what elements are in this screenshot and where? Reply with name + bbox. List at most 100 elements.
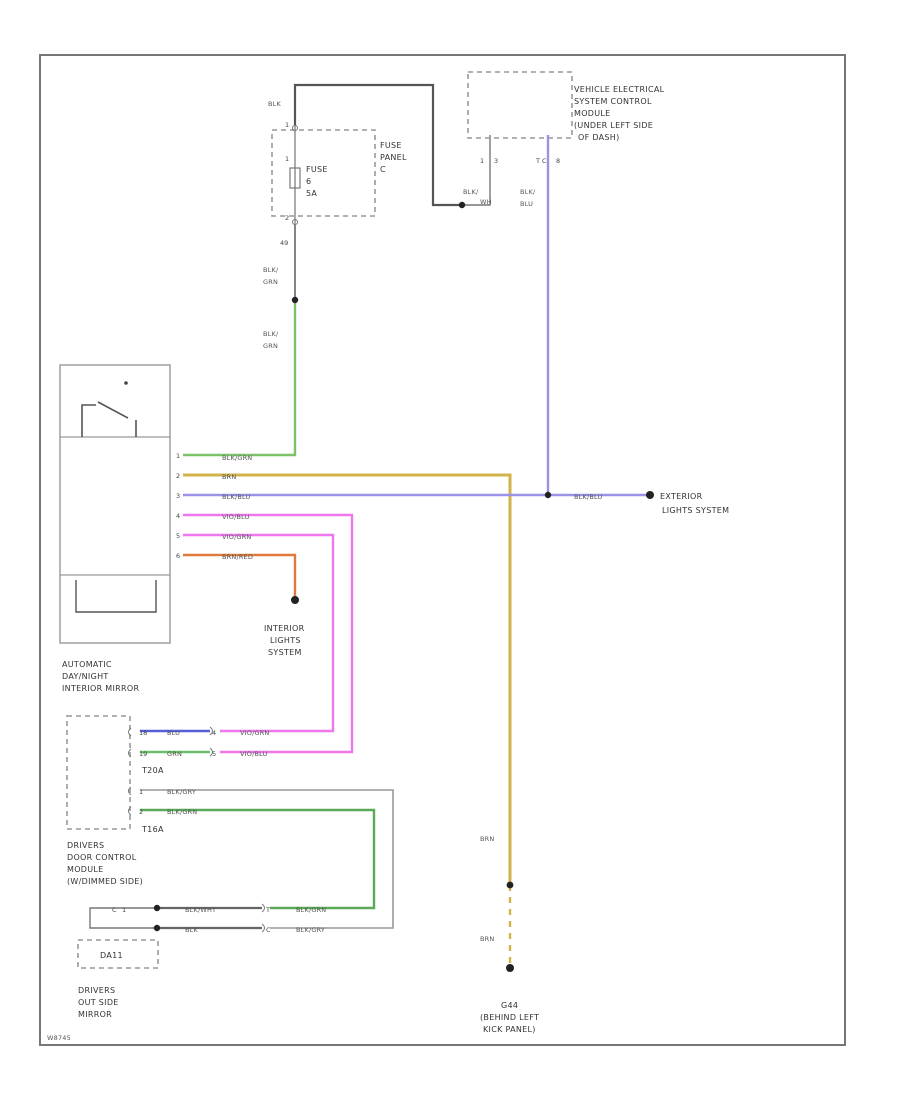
- mirror-switch-dot: [124, 381, 128, 385]
- vescm-label-5: OF DASH): [578, 133, 620, 142]
- wl-blk-vescm-b: WH: [480, 198, 492, 206]
- wire-vio-blu: [183, 513, 354, 754]
- interior-lights-label-3: SYSTEM: [268, 648, 302, 657]
- wl-ext-blk-blu: BLK/BLU: [574, 493, 602, 501]
- pin-m3: 3: [176, 492, 180, 500]
- wl-om-4: BLK/GRY: [296, 926, 325, 934]
- vescm-label-1: VEHICLE ELECTRICAL: [574, 85, 665, 94]
- fuse-rating: 5A: [306, 189, 317, 198]
- connector-t20a: T20A: [141, 766, 164, 775]
- mirror-bottom-bracket: [75, 580, 157, 613]
- pin-vescm-c: T C: [535, 157, 547, 165]
- mirror-switch-symbol: [81, 401, 137, 437]
- pin-d2: 2: [139, 808, 143, 816]
- pin-d18: 18: [139, 729, 147, 737]
- ground-label-1: G44: [501, 1001, 518, 1010]
- door-module-label-4: (W/DIMMED SIDE): [67, 877, 143, 886]
- outside-mirror-label-1: DRIVERS: [78, 986, 115, 995]
- vescm-label-2: SYSTEM CONTROL: [574, 97, 652, 106]
- wire-vescm-a: [462, 135, 491, 206]
- mirror-label-2: DAY/NIGHT: [62, 672, 109, 681]
- vescm-label-4: (UNDER LEFT SIDE: [574, 121, 653, 130]
- wire-brn-mirror: [183, 473, 512, 885]
- splice-om-1: [153, 904, 161, 912]
- wl-om-3: BLK/GRN: [296, 906, 326, 914]
- wl-brn-2: BRN: [480, 935, 494, 943]
- fuse-panel-box: [271, 129, 376, 217]
- exterior-lights-label-1: EXTERIOR: [660, 492, 703, 501]
- pin-m2: 2: [176, 472, 180, 480]
- wl-mirror-2: BRN: [222, 473, 236, 481]
- wl-brn-1: BRN: [480, 835, 494, 843]
- connector-t16a: T16A: [141, 825, 164, 834]
- mirror-box: [59, 364, 171, 644]
- ground-label-3: KICK PANEL): [483, 1025, 536, 1034]
- wl-mirror-3: BLK/BLU: [222, 493, 250, 501]
- wl-door-1: BLU: [167, 729, 180, 737]
- fuse-label: FUSE: [306, 165, 328, 174]
- door-module-label-2: DOOR CONTROL: [67, 853, 137, 862]
- pin-fuse-mid: 1: [285, 155, 289, 163]
- fuse-number: 6: [306, 177, 311, 186]
- fuse-panel-label-2: PANEL: [380, 153, 407, 162]
- wl-blk-blu-b: BLU: [520, 200, 533, 208]
- outside-mirror-label-2: OUT SIDE: [78, 998, 119, 1007]
- diagram-code: W8745: [47, 1034, 71, 1042]
- terminal-exterior-lights: [646, 491, 654, 499]
- wl-blk-grn-1a: BLK/: [263, 266, 279, 274]
- wire-om-left: [89, 907, 157, 929]
- door-module-label-3: MODULE: [67, 865, 104, 874]
- outside-mirror-label-3: MIRROR: [78, 1010, 112, 1019]
- mirror-label-1: AUTOMATIC: [62, 660, 112, 669]
- pin-m1: 1: [176, 452, 180, 460]
- wl-door-6: BLK/GRN: [167, 808, 197, 816]
- pin-d1: 1: [139, 788, 143, 796]
- wl-blk-vescm-a: BLK/: [463, 188, 479, 196]
- pin-fuse-out: 2: [285, 214, 289, 222]
- terminal-interior-lights: [291, 596, 299, 604]
- ground-g44: [506, 964, 514, 972]
- splice-brn: [506, 881, 514, 889]
- wl-mirror-6: BRN/RED: [222, 553, 253, 561]
- vescm-box: [467, 71, 573, 139]
- outside-mirror-box: [77, 939, 159, 969]
- exterior-lights-label-2: LIGHTS SYSTEM: [662, 506, 729, 515]
- fuse-panel-label-1: FUSE: [380, 141, 402, 150]
- wl-door-4: VIO/BLU: [240, 750, 268, 758]
- pin-d4: 4: [212, 729, 216, 737]
- wl-blk-top: BLK: [268, 100, 281, 108]
- interior-lights-label-2: LIGHTS: [270, 636, 301, 645]
- vescm-label-3: MODULE: [574, 109, 611, 118]
- pin-c-d: C: [266, 926, 271, 934]
- splice-vescm: [458, 201, 466, 209]
- fuse-symbol: [289, 167, 301, 189]
- pin-c-a: C: [112, 906, 117, 914]
- pin-vescm-d: 8: [556, 157, 560, 165]
- wl-om-2: BLK: [185, 926, 198, 934]
- wire-blk-supply: [293, 83, 462, 207]
- diagram-border: [39, 54, 846, 1046]
- wl-blk-blu-a: BLK/: [520, 188, 536, 196]
- wire-brn-red: [183, 553, 297, 600]
- splice-blue: [544, 491, 552, 499]
- wl-blk-grn-1b: GRN: [263, 278, 278, 286]
- pin-m6: 6: [176, 552, 180, 560]
- outside-mirror-conn: DA11: [100, 951, 123, 960]
- pin-d5: 5: [212, 750, 216, 758]
- wl-mirror-4: VIO/BLU: [222, 513, 250, 521]
- wl-door-2: GRN: [167, 750, 182, 758]
- wl-door-5: BLK/GRY: [167, 788, 196, 796]
- wl-mirror-1: BLK/GRN: [222, 454, 252, 462]
- pin-vescm-b: 3: [494, 157, 498, 165]
- pin-fuse-in: 1: [285, 121, 289, 129]
- pin-vescm-a: 1: [480, 157, 484, 165]
- wl-blk-grn-2b: GRN: [263, 342, 278, 350]
- wire-green-mirror: [183, 300, 297, 457]
- wire-door-blk-grn: [140, 808, 376, 910]
- door-module-label-1: DRIVERS: [67, 841, 104, 850]
- pin-49: 49: [280, 239, 288, 247]
- wire-vio-grn: [183, 533, 335, 733]
- connector-symbols: [128, 125, 298, 933]
- ground-label-2: (BEHIND LEFT: [480, 1013, 539, 1022]
